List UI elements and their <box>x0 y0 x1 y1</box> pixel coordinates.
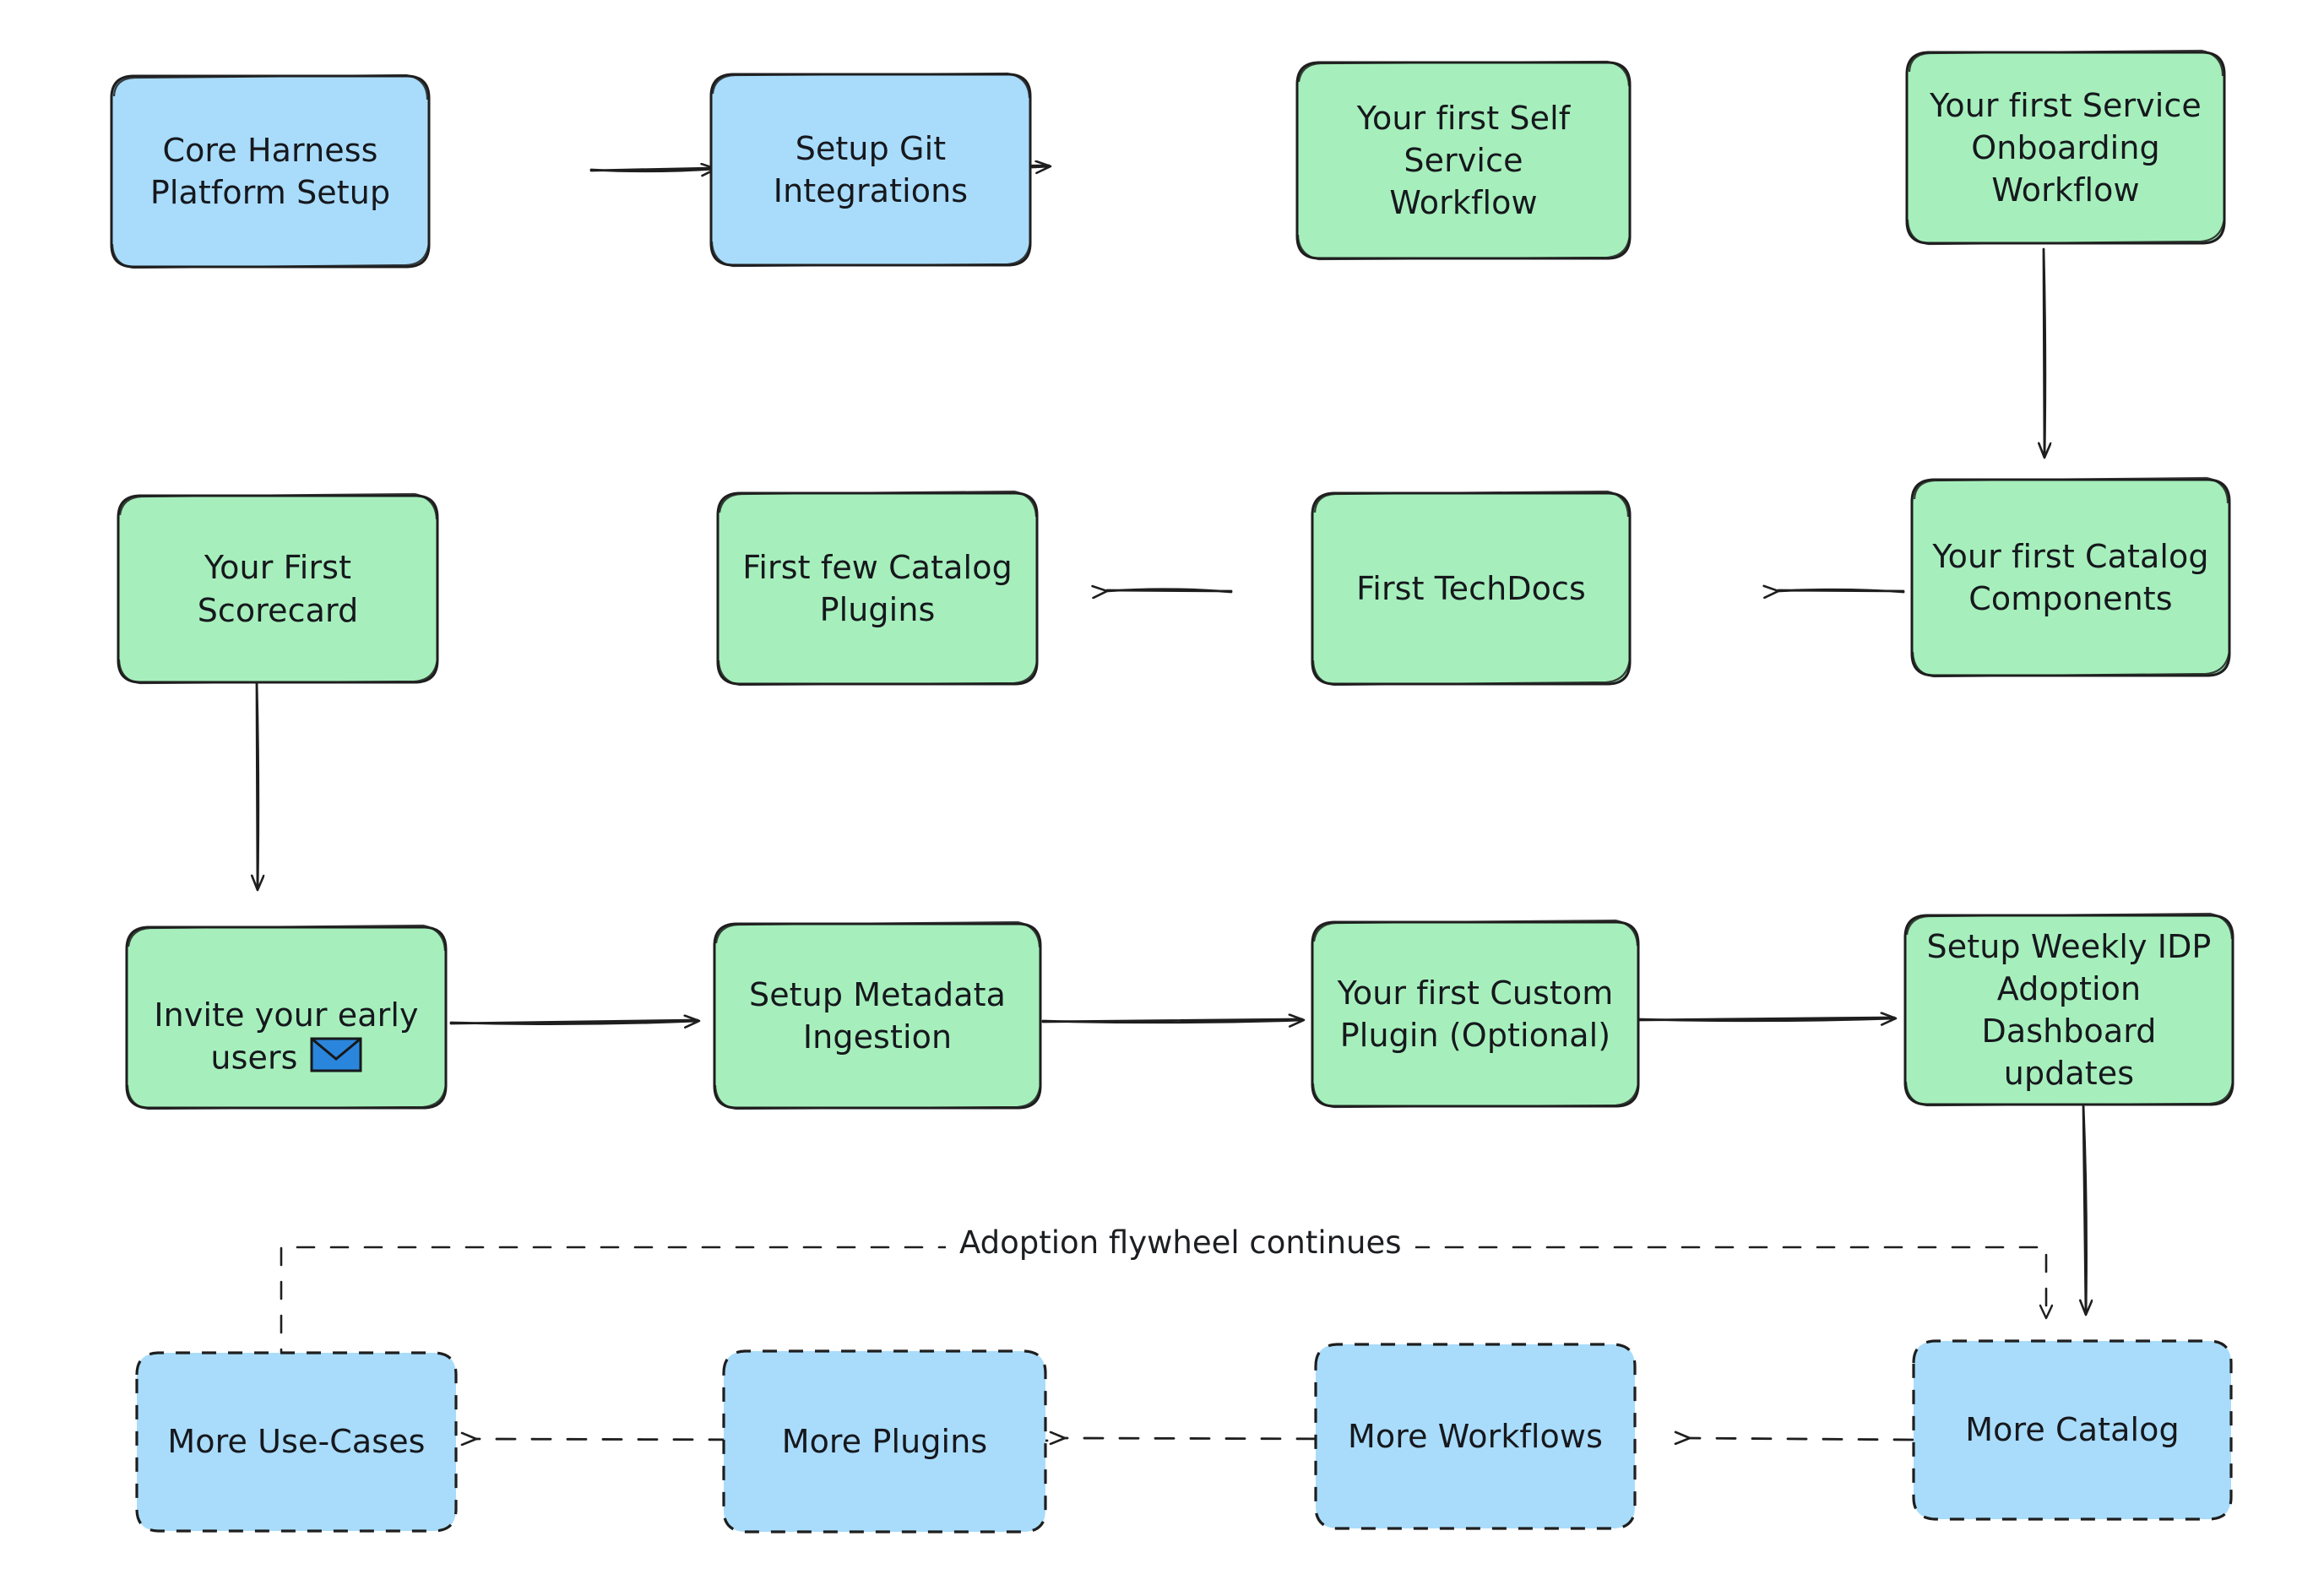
node-your-first-service-onboarding-workflow[interactable]: Your first Service Onboarding Workflow <box>1905 49 2226 246</box>
node-shape <box>1311 919 1640 1109</box>
node-shape <box>713 920 1042 1110</box>
node-first-few-catalog-plugins[interactable]: First few Catalog Plugins <box>716 490 1039 687</box>
node-your-first-catalog-components[interactable]: Your first Catalog Components <box>1910 476 2231 678</box>
node-label: Setup Weekly IDP Adoption Dashboard upda… <box>1926 927 2212 1093</box>
node-setup-weekly-idp-adoption-dashboard-updates[interactable]: Setup Weekly IDP Adoption Dashboard upda… <box>1903 912 2234 1107</box>
edge-label-adoption-flywheel: Adoption flywheel continues <box>946 1223 1415 1262</box>
edge-flywheel-loop <box>280 1246 2046 1368</box>
node-shape <box>1905 49 2226 246</box>
node-label: First few Catalog Plugins <box>742 548 1013 628</box>
edge-git-to-selfservice <box>589 168 715 171</box>
node-first-techdocs[interactable]: First TechDocs <box>1311 490 1632 687</box>
node-label: Your First Scorecard <box>197 549 359 629</box>
node-your-first-self-service-workflow[interactable]: Your first Self Service Workflow <box>1295 60 1632 261</box>
node-shape <box>709 72 1032 268</box>
node-shape <box>1295 60 1632 261</box>
node-label: More Workflows <box>1348 1417 1603 1455</box>
node-more-workflows[interactable]: More Workflows <box>1314 1343 1637 1530</box>
node-invite-your-early-users[interactable]: Invite your early users <box>125 924 448 1110</box>
node-setup-git-integrations[interactable]: Setup Git Integrations <box>709 72 1032 268</box>
envelope-icon <box>310 1036 362 1083</box>
node-more-plugins[interactable]: More Plugins <box>722 1349 1047 1534</box>
node-label: Your first Service Onboarding Workflow <box>1930 86 2202 209</box>
node-label: Your first Custom Plugin (Optional) <box>1337 974 1614 1054</box>
node-more-catalog[interactable]: More Catalog <box>1912 1339 2233 1521</box>
node-label: First TechDocs <box>1356 569 1586 607</box>
node-more-use-cases[interactable]: More Use-Cases <box>135 1351 458 1533</box>
node-shape <box>716 490 1039 687</box>
node-label: More Use-Cases <box>167 1423 426 1461</box>
node-shape <box>117 492 439 685</box>
node-label: Core Harness Platform Setup <box>149 131 391 211</box>
node-label: Invite your early users <box>154 952 418 1083</box>
node-shape <box>1903 912 2234 1107</box>
node-your-first-scorecard[interactable]: Your First Scorecard <box>117 492 439 685</box>
node-your-first-custom-plugin[interactable]: Your first Custom Plugin (Optional) <box>1311 919 1640 1109</box>
edge-customplugin-to-weeklyidp <box>1635 1018 1895 1021</box>
node-shape <box>1910 476 2231 678</box>
node-label: Setup Metadata Ingestion <box>748 975 1007 1056</box>
edge-morecatalog-to-moreworkflows <box>1689 1438 1914 1440</box>
edge-weeklyidp-to-morecatalog <box>2083 1102 2087 1314</box>
node-label: Setup Git Integrations <box>773 129 969 209</box>
node-label: More Catalog <box>1965 1411 2180 1449</box>
node-shape <box>135 1351 458 1533</box>
edge-invite-to-metadata <box>449 1020 698 1024</box>
edge-metadata-to-customplugin <box>1041 1019 1303 1023</box>
node-setup-metadata-ingestion[interactable]: Setup Metadata Ingestion <box>713 920 1042 1110</box>
node-label: Your first Self Service Workflow <box>1356 99 1571 222</box>
node-label: Your first Catalog Components <box>1932 537 2209 617</box>
edge-catalogcomponents-to-techdocs <box>1778 589 1905 592</box>
node-shape <box>125 924 448 1110</box>
node-label: More Plugins <box>781 1422 988 1460</box>
edge-scorecard-to-invite <box>257 679 258 889</box>
edge-onboarding-to-catalogcomponents <box>2044 247 2045 457</box>
node-core-harness-platform-setup[interactable]: Core Harness Platform Setup <box>110 73 431 269</box>
edge-catalogplugins-to-scorecard <box>1106 589 1233 592</box>
node-label-text: Invite your early users <box>154 996 419 1077</box>
